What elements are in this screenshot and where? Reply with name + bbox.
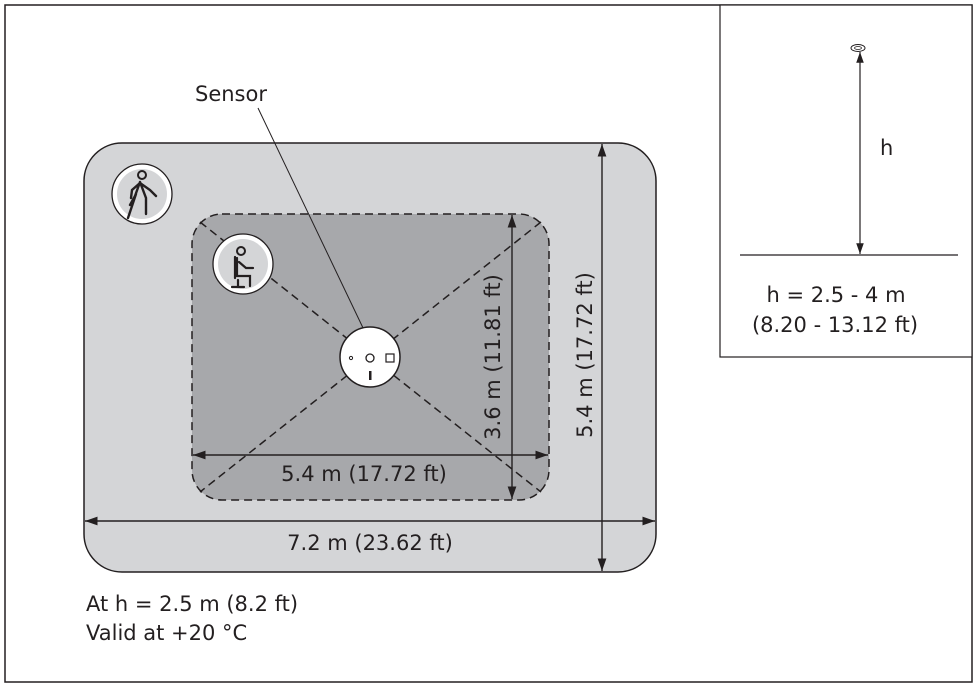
- outer-width-label: 7.2 m (23.62 ft): [287, 531, 453, 555]
- ceiling-sensor-icon: [850, 44, 866, 52]
- diagonal-line: [199, 221, 542, 493]
- height-note: At h = 2.5 m (8.2 ft): [86, 592, 298, 616]
- walking-person-icon: [111, 163, 173, 225]
- height-range-m: h = 2.5 - 4 m: [766, 283, 905, 307]
- temperature-note: Valid at +20 °C: [86, 621, 247, 645]
- seated-person-icon: [212, 233, 274, 295]
- inner-height-label: 3.6 m (11.81 ft): [481, 274, 505, 440]
- outer-height-label: 5.4 m (17.72 ft): [573, 272, 597, 438]
- height-range-ft: (8.20 - 13.12 ft): [752, 313, 918, 337]
- sensor-label: Sensor: [195, 82, 267, 106]
- height-symbol: h: [880, 136, 893, 160]
- height-inset: [719, 4, 973, 358]
- sensor-leader-line: [257, 107, 365, 331]
- sensor-icon: [339, 326, 401, 388]
- inner-width-label: 5.4 m (17.72 ft): [281, 462, 447, 486]
